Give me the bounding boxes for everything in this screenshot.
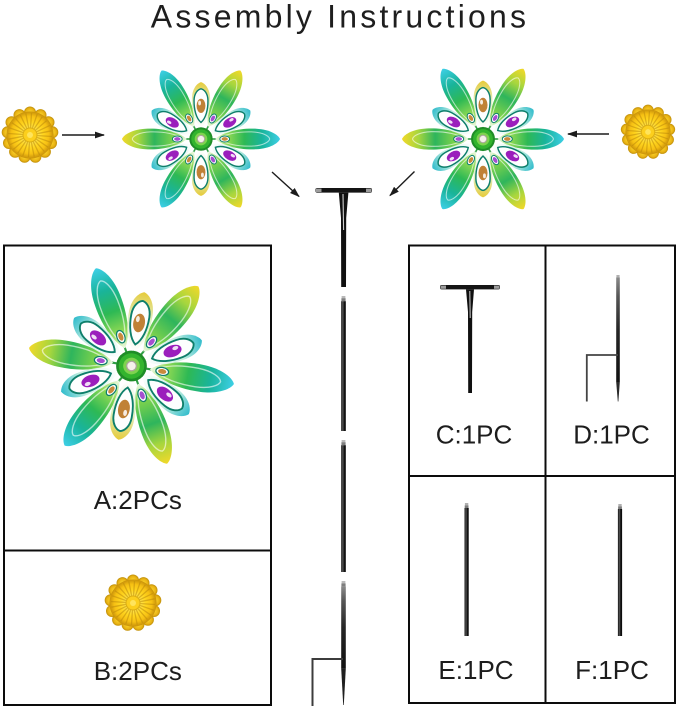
svg-text:C:1PC: C:1PC: [436, 420, 513, 450]
svg-text:D:1PC: D:1PC: [573, 420, 650, 450]
svg-text:E:1PC: E:1PC: [438, 655, 513, 685]
svg-text:Assembly Instructions: Assembly Instructions: [151, 0, 529, 35]
svg-text:F:1PC: F:1PC: [575, 655, 649, 685]
svg-text:B:2PCs: B:2PCs: [94, 656, 182, 686]
svg-text:A:2PCs: A:2PCs: [94, 485, 182, 515]
